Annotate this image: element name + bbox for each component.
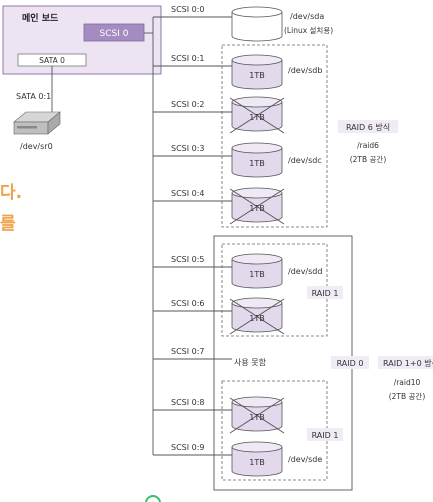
port-label-9: SCSI 0:9	[171, 443, 205, 452]
raid0-label-box	[331, 356, 369, 369]
sda-note-label: (Linux 설치용)	[284, 26, 333, 35]
raid10-label: RAID 1+0 방식	[383, 358, 433, 368]
sda-device-label: /dev/sda	[290, 12, 324, 21]
raid6-label-box	[338, 120, 398, 133]
raid1-lower-label-box	[307, 428, 343, 441]
raid10-label-box	[378, 356, 433, 369]
disk-sde	[231, 441, 283, 477]
raid10-space: (2TB 공간)	[389, 391, 426, 401]
port-label-4: SCSI 0:4	[171, 189, 205, 198]
cdrom-icon	[13, 111, 61, 135]
port-label-7: SCSI 0:7	[171, 347, 205, 356]
sdb-device-label: /dev/sdb	[288, 66, 322, 75]
port-label-8: SCSI 0:8	[171, 398, 205, 407]
raid1-lower-label: RAID 1	[312, 431, 339, 440]
scsi-controller	[83, 23, 145, 42]
side-text-2: 를	[0, 214, 16, 234]
port-branches	[153, 16, 232, 456]
failed-cross-4	[229, 188, 285, 225]
sdc-device-label: /dev/sdc	[288, 156, 322, 165]
port-label-2: SCSI 0:2	[171, 100, 205, 109]
unused-port-label: 사용 못함	[234, 358, 267, 367]
port-label-3: SCSI 0:3	[171, 144, 205, 153]
sdb-capacity: 1TB	[249, 71, 264, 80]
raid6-space: (2TB 공간)	[350, 154, 387, 164]
disk-sdc	[231, 142, 283, 178]
disk-sdb	[231, 54, 283, 90]
sdd-capacity: 1TB	[249, 270, 264, 279]
disk-sda	[231, 6, 283, 42]
sdd-device-label: /dev/sdd	[288, 267, 322, 276]
raid1-group-lower	[221, 380, 328, 481]
port-label-6: SCSI 0:6	[171, 299, 205, 308]
sata-port-label: SATA 0:1	[16, 92, 51, 101]
failed-cross-6	[229, 298, 285, 335]
raid0-label: RAID 0	[337, 359, 364, 368]
disk4-capacity: 1TB	[249, 204, 264, 213]
mainboard-title: 메인 보드	[22, 12, 59, 24]
failed-cross-2	[229, 97, 285, 134]
disk2-capacity: 1TB	[249, 113, 264, 122]
raid10-device: /raid10	[394, 378, 421, 387]
disk6-capacity: 1TB	[249, 314, 264, 323]
port-label-1: SCSI 0:1	[171, 54, 205, 63]
cdrom-device-label: /dev/sr0	[20, 142, 53, 151]
raid6-label: RAID 6 방식	[346, 122, 390, 132]
sata-controller-label: SATA 0	[39, 56, 65, 65]
port-label-0: SCSI 0:0	[171, 5, 205, 14]
disk-sdd	[231, 253, 283, 289]
sdc-capacity: 1TB	[249, 159, 264, 168]
raid1-upper-label-box	[307, 286, 343, 299]
sde-capacity: 1TB	[249, 458, 264, 467]
side-text-1: 다.	[0, 183, 22, 203]
status-dot	[145, 495, 161, 502]
failed-cross-8	[229, 397, 285, 434]
raid6-device: /raid6	[357, 141, 379, 150]
sde-device-label: /dev/sde	[288, 455, 322, 464]
scsi-controller-label: SCSI 0	[100, 29, 129, 39]
raid6-group	[221, 44, 328, 228]
port-label-5: SCSI 0:5	[171, 255, 205, 264]
raid1-upper-label: RAID 1	[312, 289, 339, 298]
disk8-capacity: 1TB	[249, 413, 264, 422]
